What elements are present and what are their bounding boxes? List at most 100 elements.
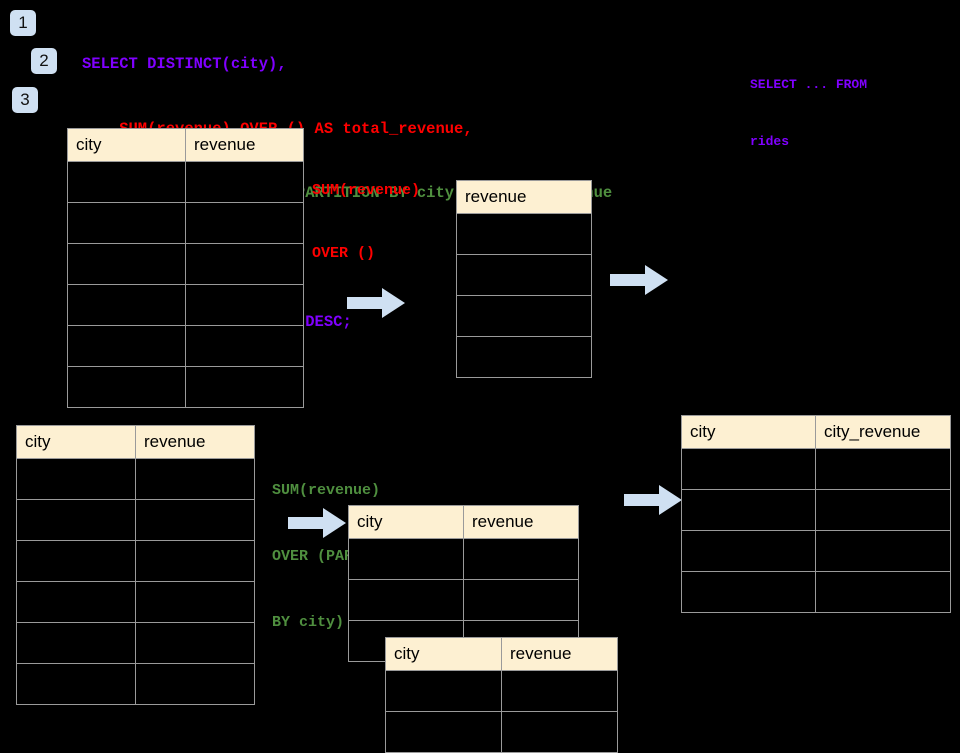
column-header-city: city — [348, 505, 464, 539]
table-row — [16, 622, 255, 664]
table-row — [456, 295, 592, 337]
step-badge-3: 3 — [12, 87, 38, 113]
result-city-revenue-table: city city_revenue — [681, 415, 951, 613]
table-cell — [135, 458, 255, 500]
table-cell — [67, 325, 186, 367]
step-badge-2: 2 — [31, 48, 57, 74]
table-row — [67, 243, 304, 285]
table-body — [385, 670, 618, 753]
table-header-row: city revenue — [67, 128, 304, 162]
table-cell — [67, 366, 186, 408]
table-body — [681, 448, 951, 613]
arrow-groups-to-result — [624, 485, 682, 515]
step-badge-1: 1 — [10, 10, 36, 36]
column-header-city: city — [385, 637, 502, 671]
table-cell — [456, 336, 592, 378]
table-row — [348, 579, 579, 621]
table-cell — [815, 530, 951, 572]
arrow-total-to-right — [610, 265, 668, 295]
annotation-select-from-line-1: SELECT ... FROM — [750, 77, 868, 92]
column-header-city: city — [16, 425, 136, 459]
table-row — [385, 670, 618, 712]
table-cell — [135, 581, 255, 623]
table-cell — [185, 366, 304, 408]
table-cell — [135, 622, 255, 664]
table-cell — [16, 581, 136, 623]
annotation-sum-over-partition-line-1: SUM(revenue) — [272, 482, 381, 499]
table-cell — [185, 325, 304, 367]
table-row — [681, 489, 951, 531]
table-row — [681, 530, 951, 572]
table-cell — [67, 202, 186, 244]
table-cell — [16, 622, 136, 664]
column-header-city: city — [67, 128, 186, 162]
table-cell — [463, 579, 579, 621]
table-cell — [456, 213, 592, 255]
table-cell — [385, 670, 502, 712]
table-cell — [501, 711, 618, 753]
table-cell — [16, 499, 136, 541]
table-cell — [16, 458, 136, 500]
table-row — [67, 366, 304, 408]
table-body — [67, 161, 304, 408]
table-header-row: revenue — [456, 180, 592, 214]
table-row — [67, 325, 304, 367]
arrow-source-to-total — [347, 288, 405, 318]
table-header-row: city revenue — [348, 505, 579, 539]
table-header-row: city revenue — [385, 637, 618, 671]
annotation-sum-over-empty-line-1: SUM(revenue) — [312, 182, 421, 199]
column-header-revenue: revenue — [185, 128, 304, 162]
table-cell — [67, 243, 186, 285]
table-row — [456, 213, 592, 255]
table-body — [16, 458, 255, 705]
annotation-select-from-rides: SELECT ... FROM rides — [750, 37, 867, 170]
column-header-revenue: revenue — [135, 425, 255, 459]
table-cell — [135, 499, 255, 541]
table-cell — [348, 579, 464, 621]
table-row — [348, 538, 579, 580]
table-row — [681, 571, 951, 613]
table-row — [16, 499, 255, 541]
annotation-sum-over-partition-line-3: BY city) — [272, 614, 345, 631]
sql-line-select: SELECT DISTINCT(city), — [82, 55, 287, 73]
column-header-revenue: revenue — [501, 637, 618, 671]
annotation-sum-over-empty-line-2: OVER () — [312, 245, 376, 262]
total-revenue-table: revenue — [456, 180, 592, 378]
annotation-sum-over-empty: SUM(revenue) OVER () — [312, 138, 420, 285]
table-cell — [185, 202, 304, 244]
table-row — [16, 540, 255, 582]
table-row — [67, 202, 304, 244]
table-cell — [135, 663, 255, 705]
table-cell — [815, 571, 951, 613]
annotation-select-from-line-2: rides — [750, 134, 790, 149]
table-row — [456, 336, 592, 378]
partition-group-b-table: city revenue — [385, 637, 618, 753]
table-row — [67, 284, 304, 326]
table-row — [385, 711, 618, 753]
table-row — [67, 161, 304, 203]
table-cell — [501, 670, 618, 712]
table-row — [681, 448, 951, 490]
column-header-revenue: revenue — [456, 180, 592, 214]
table-cell — [135, 540, 255, 582]
table-cell — [385, 711, 502, 753]
table-cell — [463, 538, 579, 580]
table-cell — [67, 161, 186, 203]
partition-source-table: city revenue — [16, 425, 255, 705]
table-cell — [456, 295, 592, 337]
table-cell — [681, 448, 816, 490]
table-cell — [681, 571, 816, 613]
table-cell — [815, 489, 951, 531]
column-header-city: city — [681, 415, 816, 449]
table-row — [16, 581, 255, 623]
table-cell — [16, 663, 136, 705]
table-cell — [16, 540, 136, 582]
table-row — [16, 458, 255, 500]
table-cell — [185, 161, 304, 203]
table-cell — [456, 254, 592, 296]
column-header-city-revenue: city_revenue — [815, 415, 951, 449]
table-cell — [67, 284, 186, 326]
table-cell — [348, 538, 464, 580]
arrow-partition-source-to-groups — [288, 508, 346, 538]
column-header-revenue: revenue — [463, 505, 579, 539]
